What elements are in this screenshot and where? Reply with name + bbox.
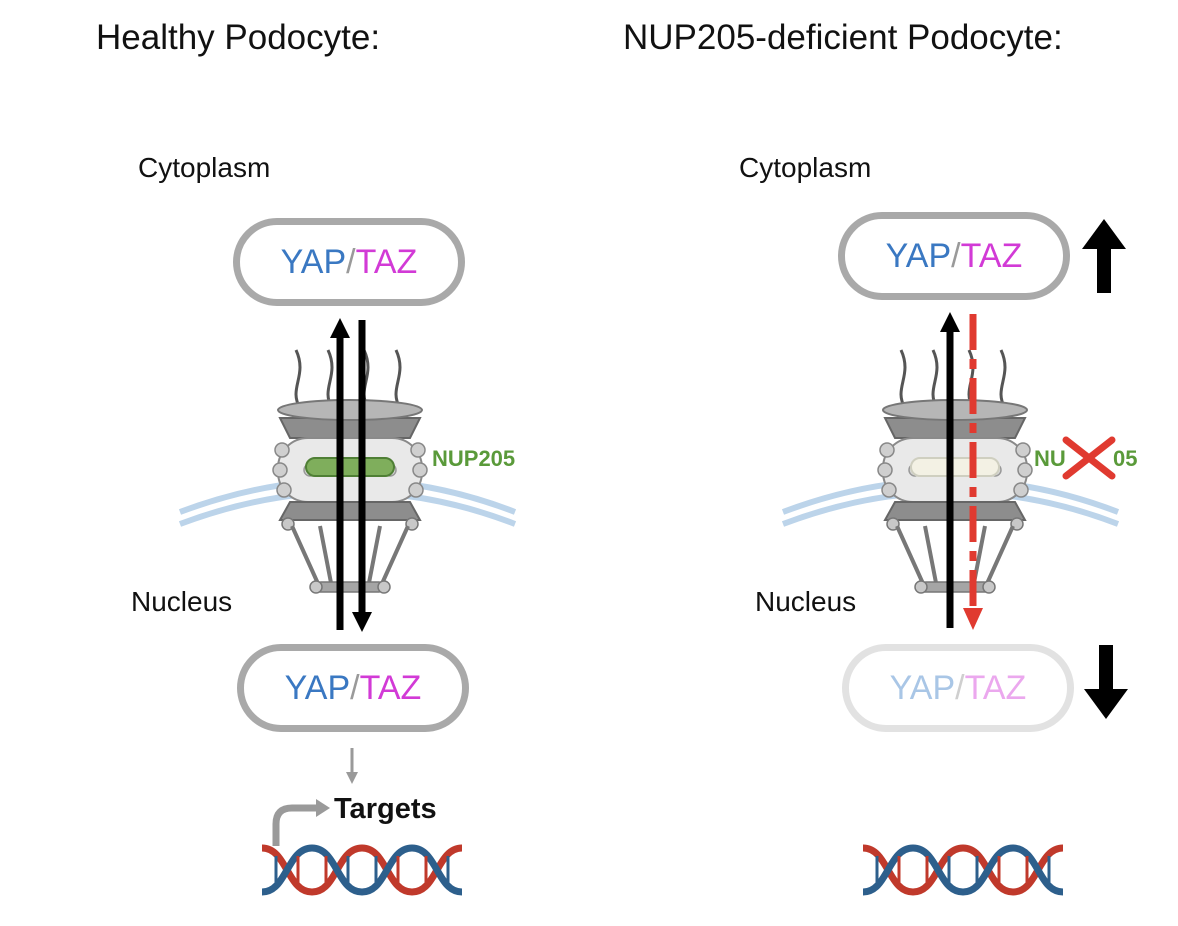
right-nuclear-pore-complex-icon [876, 348, 1034, 595]
left-promoter-bent-arrow-icon [272, 799, 330, 846]
right-cytoplasm-label: Cytoplasm [739, 152, 872, 183]
yap-label: YAP [889, 668, 956, 707]
taz-label: TAZ [964, 668, 1027, 707]
right-nuclear-yap-taz-reduced: YAP/TAZ [842, 644, 1074, 732]
nup205-label-left-part: NU [1034, 446, 1066, 471]
left-panel-title: Healthy Podocyte: [96, 18, 381, 57]
left-dna-helix-icon [262, 848, 462, 892]
left-transcription-down-arrow [346, 748, 358, 784]
left-import-arrow [352, 320, 372, 632]
left-cytoplasm-label: Cytoplasm [138, 152, 271, 183]
yap-label: YAP [284, 668, 351, 707]
left-export-arrow [330, 318, 350, 630]
right-panel-title: NUP205-deficient Podocyte: [623, 18, 1063, 57]
red-x-icon [1062, 436, 1116, 480]
taz-label: TAZ [960, 236, 1023, 275]
targets-label: Targets [334, 793, 437, 825]
nup205-label-right-part: 05 [1113, 446, 1138, 471]
right-export-arrow [940, 312, 960, 628]
right-nucleus-label: Nucleus [755, 586, 857, 617]
nup205-label: NUP205 [432, 446, 516, 471]
left-nuclear-pore-complex-icon [271, 348, 429, 595]
arrow-up-icon [1082, 219, 1126, 293]
taz-label: TAZ [355, 242, 418, 281]
right-cytoplasmic-yap-taz: YAP/TAZ [838, 212, 1070, 300]
right-dna-helix-icon [863, 848, 1063, 892]
taz-label: TAZ [359, 668, 422, 707]
left-nucleus-label: Nucleus [131, 586, 233, 617]
right-blocked-import-arrow [963, 314, 983, 630]
left-nuclear-yap-taz: YAP/TAZ [237, 644, 469, 732]
yap-label: YAP [885, 236, 952, 275]
yap-label: YAP [280, 242, 347, 281]
left-cytoplasmic-yap-taz: YAP/TAZ [233, 218, 465, 306]
arrow-down-icon [1084, 645, 1128, 719]
